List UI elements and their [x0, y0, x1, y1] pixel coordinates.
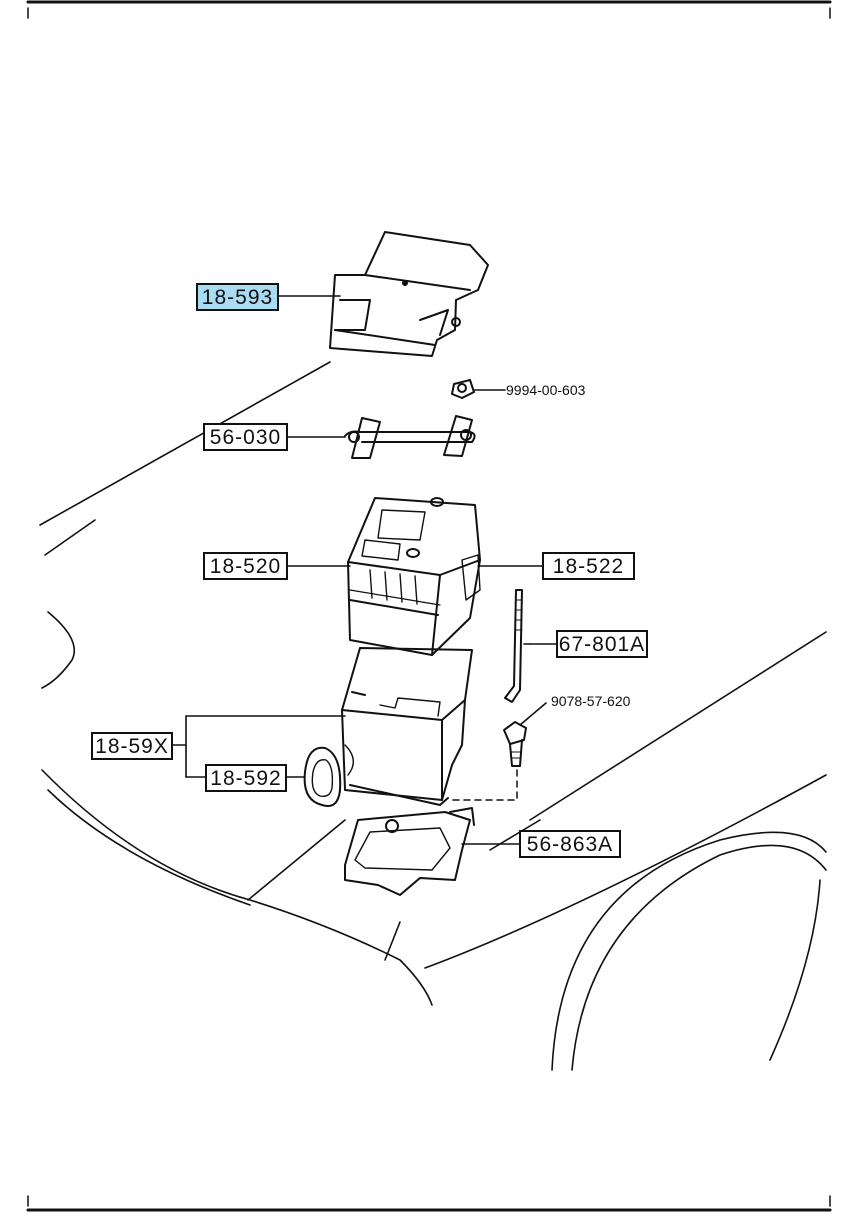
callout-18-593[interactable]: 18-593	[196, 283, 279, 311]
callout-18-59X[interactable]: 18-59X	[91, 732, 173, 760]
battery-case-drawing	[341, 647, 473, 806]
label-9078-57-620[interactable]: 9078-57-620	[551, 693, 631, 709]
callout-18-520[interactable]: 18-520	[203, 552, 288, 580]
callout-18-522[interactable]: 18-522	[542, 552, 635, 580]
drain-plug-drawing	[303, 746, 342, 807]
callout-56-030[interactable]: 56-030	[203, 423, 288, 451]
callout-56-863A[interactable]: 56-863A	[519, 830, 621, 858]
battery-drawing	[347, 497, 481, 656]
callout-67-801A[interactable]: 67-801A	[556, 630, 648, 658]
battery-clamp-drawing	[344, 415, 476, 459]
leader-lines	[171, 295, 557, 845]
battery-tray-drawing	[344, 807, 475, 896]
bolt-drawing	[503, 721, 527, 767]
hold-down-rod-drawing	[504, 589, 523, 703]
battery-cover-drawing	[329, 231, 489, 357]
callout-18-592[interactable]: 18-592	[205, 764, 287, 792]
label-9994-00-603[interactable]: 9994-00-603	[506, 382, 586, 398]
bolt-path-dashed	[449, 769, 518, 801]
vehicle-body-outline	[39, 361, 827, 1071]
nut-drawing	[451, 379, 475, 399]
page-frame	[26, 0, 832, 1212]
